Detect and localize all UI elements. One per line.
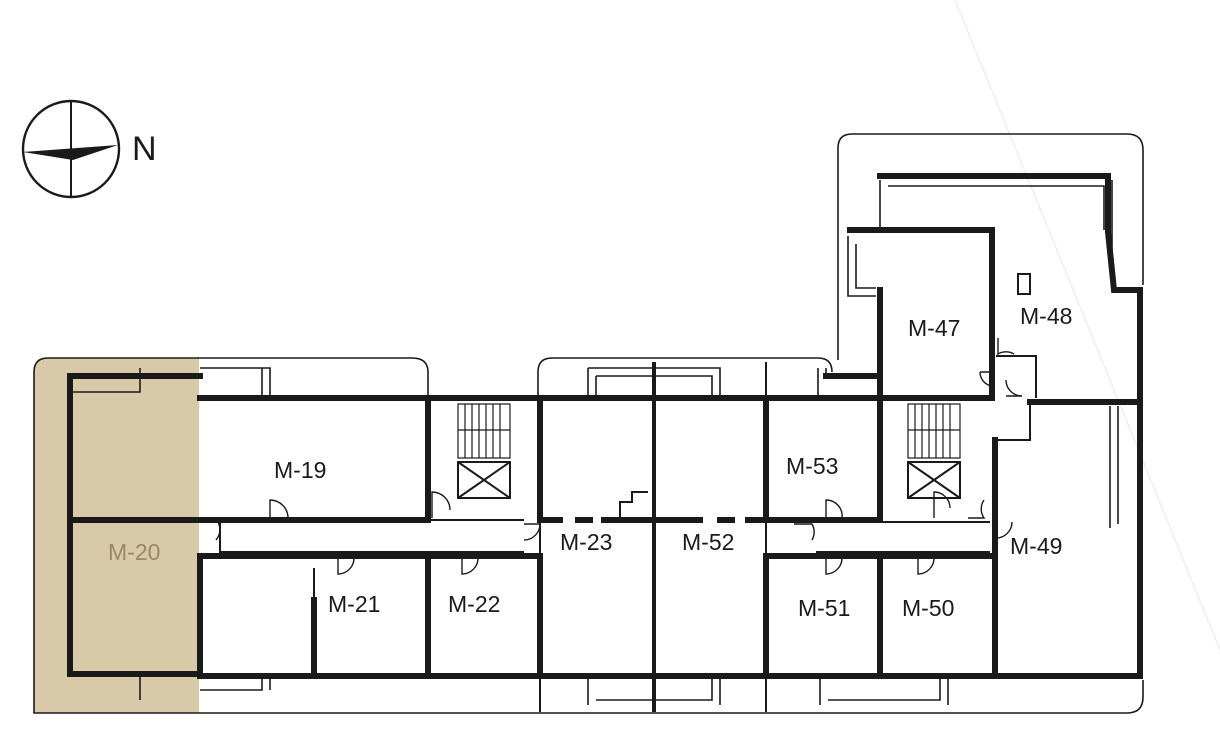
unit-m51[interactable]: M-51	[770, 560, 878, 674]
unit-m50-label: M-50	[902, 595, 954, 621]
unit-m52[interactable]: M-52	[658, 402, 764, 674]
unit-m20[interactable]: M-20	[74, 380, 198, 672]
unit-m22[interactable]: M-22	[432, 560, 538, 674]
unit-m21-label: M-21	[328, 591, 380, 617]
unit-m19[interactable]: M-19	[204, 402, 424, 516]
unit-m48-label: M-48	[1020, 303, 1072, 329]
background-line	[954, 0, 1220, 651]
unit-m20-label: M-20	[108, 539, 160, 565]
unit-m23-label: M-23	[560, 529, 612, 555]
unit-m47-label: M-47	[908, 315, 960, 341]
unit-m23[interactable]: M-23	[544, 402, 652, 674]
stairs-east	[907, 403, 961, 459]
unit-m53-label: M-53	[786, 453, 838, 479]
unit-m49[interactable]: M-49	[998, 406, 1136, 674]
unit-m51-label: M-51	[798, 595, 850, 621]
unit-m53[interactable]: M-53	[770, 380, 878, 518]
unit-m52-label: M-52	[682, 529, 734, 555]
unit-m47[interactable]: M-47	[856, 234, 990, 396]
unit-m20-highlight	[34, 358, 199, 713]
unit-m48[interactable]: M-48	[996, 180, 1136, 356]
unit-m22-label: M-22	[448, 591, 500, 617]
compass-north-label: N	[132, 130, 157, 168]
unit-m50[interactable]: M-50	[884, 560, 992, 674]
walls	[67, 173, 1143, 712]
compass-icon	[21, 99, 121, 199]
doors	[202, 338, 1023, 575]
stairs-west	[457, 403, 511, 459]
unit-m19-label: M-19	[274, 457, 326, 483]
unit-m49-label: M-49	[1010, 533, 1062, 559]
unit-m21[interactable]: M-21	[204, 560, 426, 674]
